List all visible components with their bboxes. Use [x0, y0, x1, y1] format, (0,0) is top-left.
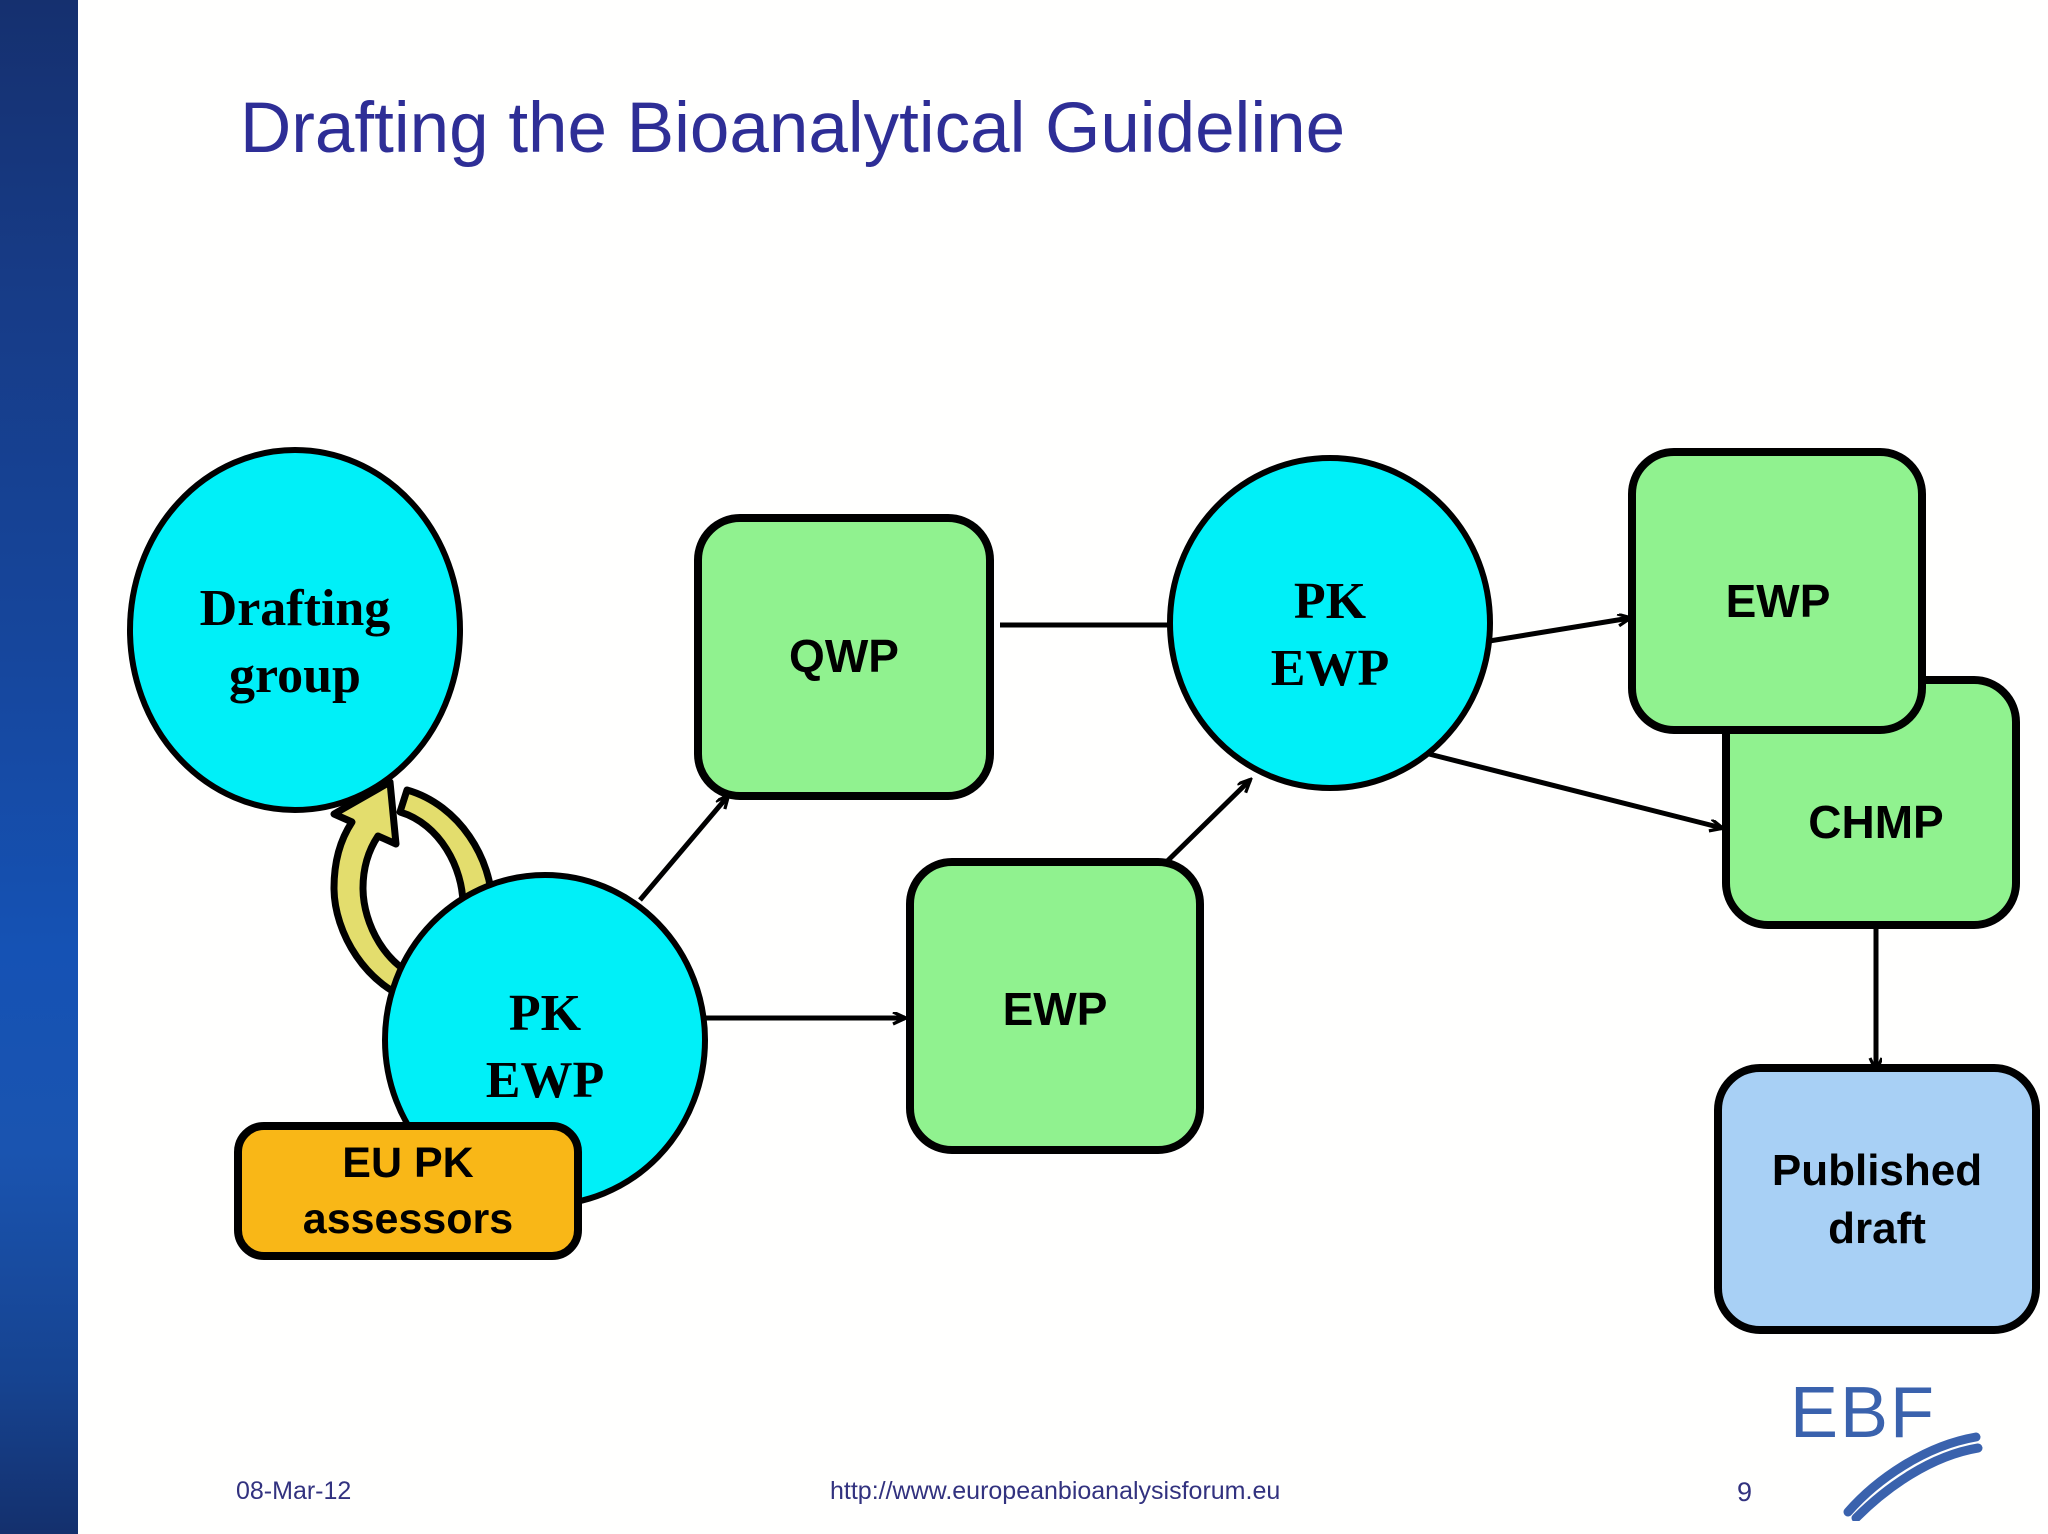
- footer-page-number: 9: [1737, 1477, 1753, 1507]
- edge-pkewp-left-to-qwp: [638, 796, 728, 902]
- footer-url[interactable]: http://www.europeanbioanalysisforum.eu: [830, 1477, 1281, 1505]
- node-published-draft-label-line2: draft: [1828, 1204, 1926, 1253]
- node-ewp-middle[interactable]: EWP: [906, 858, 1204, 1154]
- node-drafting-group[interactable]: Drafting group: [127, 447, 463, 813]
- node-pk-ewp-center[interactable]: PK EWP: [1167, 455, 1493, 791]
- left-accent-bar: [0, 0, 78, 1534]
- node-published-draft[interactable]: Published draft: [1714, 1064, 2040, 1334]
- left-accent-bar-edge: [78, 0, 81, 1534]
- node-ewp-right[interactable]: EWP: [1628, 448, 1926, 734]
- node-chmp-label: CHMP: [1808, 796, 1943, 848]
- ebf-logo: EBF: [1790, 1373, 2040, 1521]
- node-ewp-right-label: EWP: [1726, 575, 1831, 627]
- node-drafting-group-label-line2: group: [229, 647, 361, 704]
- footer-date: 08-Mar-12: [236, 1477, 352, 1505]
- node-pk-ewp-center-label-line1: PK: [1294, 573, 1367, 630]
- ebf-logo-text: EBF: [1790, 1373, 1937, 1453]
- node-eu-pk-assessors-label-line1: EU PK: [342, 1139, 473, 1187]
- edge-pkewp-center-to-ewp-right: [1476, 618, 1630, 646]
- node-qwp-label: QWP: [789, 630, 899, 682]
- node-eu-pk-assessors[interactable]: EU PK assessors: [234, 1122, 582, 1260]
- ebf-swoosh-icon: [1843, 1432, 1983, 1521]
- node-pk-ewp-left-label-line2: EWP: [486, 1052, 604, 1109]
- node-eu-pk-assessors-label-line2: assessors: [303, 1195, 513, 1243]
- edge-pkewp-center-to-chmp: [1424, 750, 1722, 828]
- node-qwp[interactable]: QWP: [694, 514, 994, 800]
- node-pk-ewp-center-label-line2: EWP: [1271, 640, 1389, 697]
- page-title: Drafting the Bioanalytical Guideline: [240, 89, 1346, 168]
- node-drafting-group-label-line1: Drafting: [200, 580, 391, 637]
- node-pk-ewp-left-label-line1: PK: [509, 985, 582, 1042]
- node-published-draft-label-line1: Published: [1772, 1146, 1982, 1195]
- node-ewp-middle-label: EWP: [1003, 983, 1108, 1035]
